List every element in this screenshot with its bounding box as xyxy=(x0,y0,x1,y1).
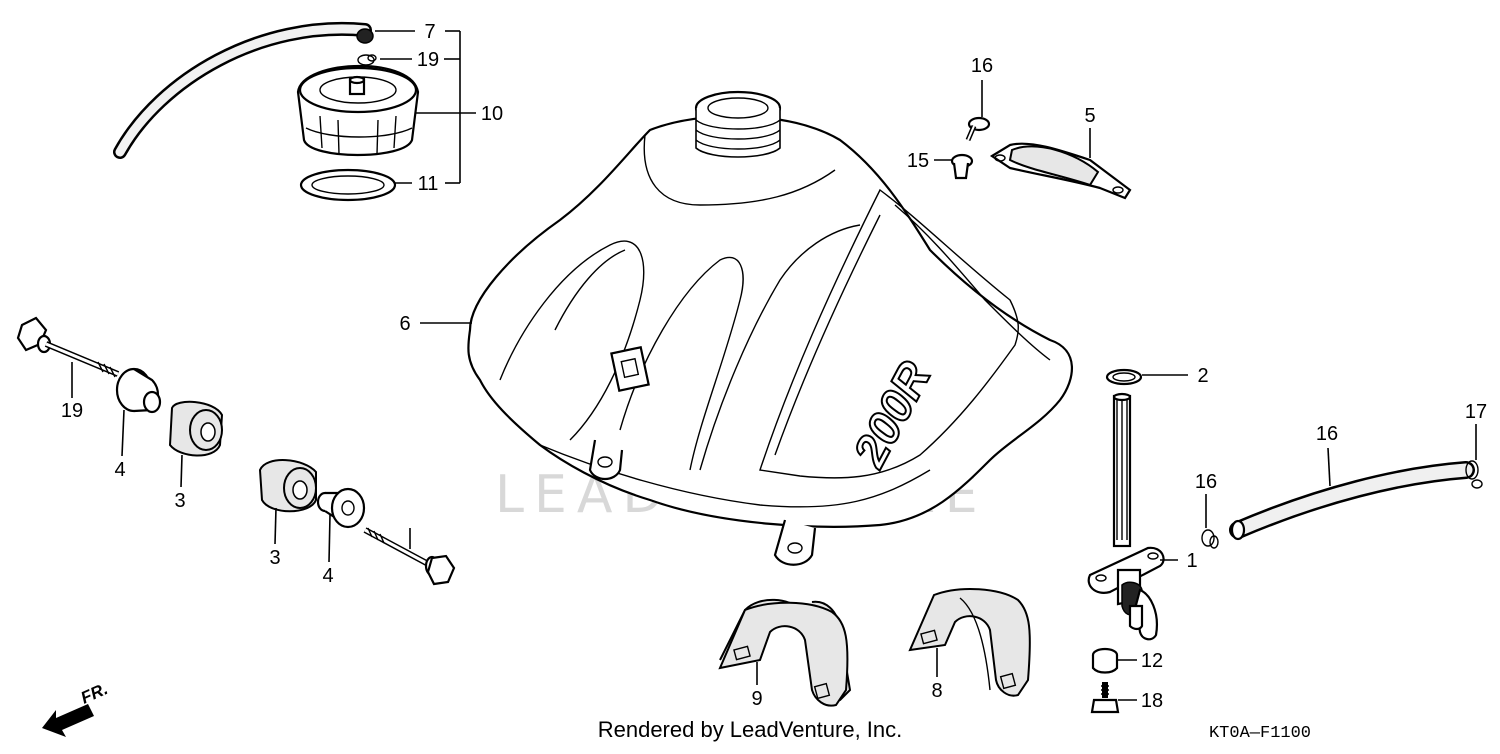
screw[interactable] xyxy=(965,116,991,141)
callout-9[interactable]: 9 xyxy=(751,688,762,710)
callout-5[interactable]: 5 xyxy=(1084,105,1095,127)
fuel-hose[interactable] xyxy=(1229,461,1475,541)
rubber-left[interactable] xyxy=(168,400,224,457)
callout-3b[interactable]: 3 xyxy=(269,547,280,569)
callout-16b[interactable]: 17 xyxy=(1465,401,1487,423)
tank-band-right[interactable] xyxy=(908,587,1031,697)
leader-15 xyxy=(1327,447,1331,487)
tank-bracket[interactable] xyxy=(989,142,1132,200)
collar-left[interactable] xyxy=(115,367,162,414)
grommet[interactable] xyxy=(950,153,974,180)
front-arrow-label: FR. xyxy=(78,679,111,707)
tube-clip[interactable] xyxy=(357,54,377,66)
callout-3a[interactable]: 3 xyxy=(174,490,185,512)
cap-gasket[interactable] xyxy=(299,168,397,202)
callout-4b[interactable]: 4 xyxy=(322,565,333,587)
callout-10[interactable]: 10 xyxy=(481,103,503,125)
breather-tube[interactable] xyxy=(113,21,374,159)
front-arrow-icon xyxy=(42,704,94,737)
footer-text: Rendered by LeadVenture, Inc. xyxy=(598,717,903,742)
fuel-valve[interactable] xyxy=(1087,392,1165,641)
callout-1[interactable]: 1 xyxy=(1186,550,1197,572)
bolt-left[interactable] xyxy=(16,316,120,378)
rubber-right[interactable] xyxy=(258,459,317,513)
fuel-tank[interactable] xyxy=(467,90,1073,566)
callout-14[interactable]: 16 xyxy=(971,55,993,77)
tank-band-left[interactable] xyxy=(718,598,852,707)
o-ring[interactable] xyxy=(1105,368,1143,386)
hose-clip-right[interactable] xyxy=(1465,460,1483,489)
callout-4a[interactable]: 4 xyxy=(114,459,125,481)
callout-11[interactable]: 11 xyxy=(418,173,439,195)
callout-17[interactable]: 19 xyxy=(417,49,439,71)
callout-13[interactable]: 15 xyxy=(907,150,929,172)
callout-15[interactable]: 16 xyxy=(1316,423,1338,445)
leader-4a xyxy=(121,409,125,457)
hose-clip-left[interactable] xyxy=(1201,529,1219,549)
callout-8[interactable]: 8 xyxy=(931,680,942,702)
callout-7[interactable]: 7 xyxy=(424,21,435,43)
diagram-code: KT0A—F1100 xyxy=(1209,724,1311,743)
callout-18[interactable]: 18 xyxy=(1141,690,1163,712)
callout-6[interactable]: 6 xyxy=(399,313,410,335)
callout-16a[interactable]: 16 xyxy=(1195,471,1217,493)
leader-3a xyxy=(180,454,183,488)
valve-nut[interactable] xyxy=(1091,647,1119,674)
callout-19a[interactable]: 19 xyxy=(61,400,83,422)
callout-2[interactable]: 2 xyxy=(1197,365,1208,387)
leader-4b xyxy=(328,514,331,563)
callout-12[interactable]: 12 xyxy=(1141,650,1163,672)
bolt-right[interactable] xyxy=(363,527,456,586)
fuel-cap[interactable] xyxy=(296,64,420,157)
leader-3b xyxy=(274,507,277,545)
collar-right[interactable] xyxy=(316,487,366,529)
drain-screw[interactable] xyxy=(1090,682,1120,714)
